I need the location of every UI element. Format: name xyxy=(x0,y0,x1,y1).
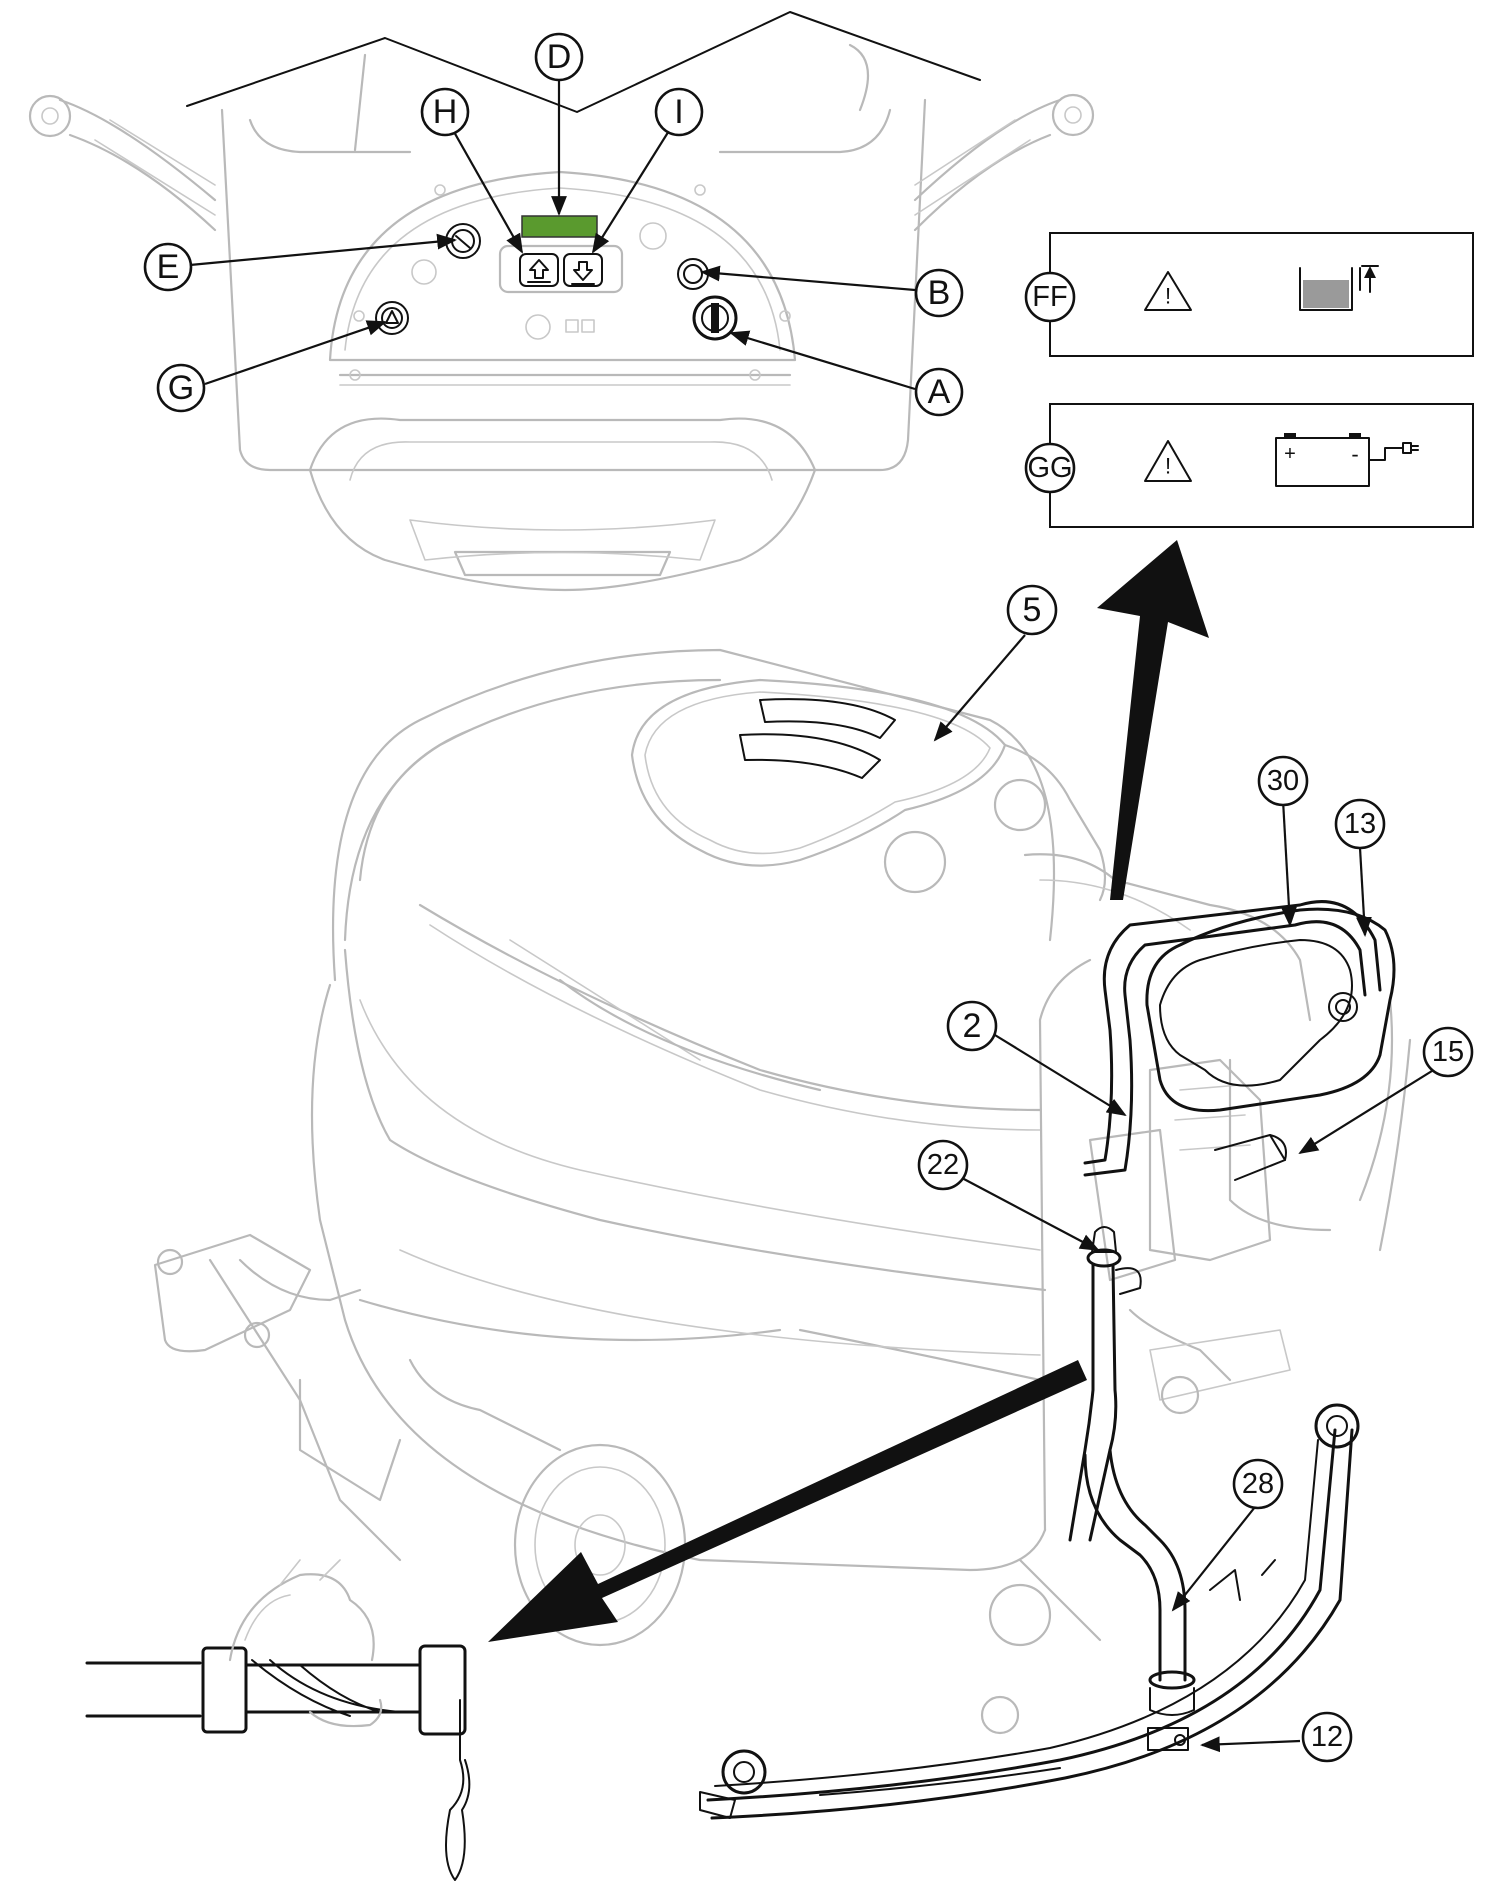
callout-30: 30 xyxy=(1257,755,1309,807)
no-wash-icon xyxy=(525,314,595,340)
arrow-up-button[interactable] xyxy=(519,253,559,287)
warning-triangle-icon: ! xyxy=(1144,271,1192,311)
callout-B: B xyxy=(914,268,964,318)
callout-2: 2 xyxy=(946,1000,998,1052)
svg-text:B: B xyxy=(928,274,951,312)
svg-text:A: A xyxy=(928,373,951,411)
svg-text:+: + xyxy=(1284,443,1296,465)
arrow-down-button[interactable] xyxy=(563,253,603,287)
warning-label-gg: GG ! + - xyxy=(1024,403,1474,528)
tank-full-icon xyxy=(1299,265,1379,311)
warning-triangle-icon: ! xyxy=(1144,440,1192,482)
callout-D: D xyxy=(534,32,584,82)
svg-text:!: ! xyxy=(1165,454,1171,479)
hose-detail-inset xyxy=(85,1559,471,1881)
water-drop-icon xyxy=(411,259,437,285)
vacuum-button[interactable] xyxy=(677,258,709,290)
callout-A: A xyxy=(914,367,964,417)
callout-13: 13 xyxy=(1334,798,1386,850)
callout-I: I xyxy=(654,87,704,137)
arrow-to-hose-detail xyxy=(488,1360,1087,1642)
svg-text:G: G xyxy=(168,369,194,407)
svg-text:FF: FF xyxy=(1032,281,1067,313)
battery-charge-icon: + - xyxy=(1275,433,1419,487)
svg-text:-: - xyxy=(1351,442,1358,467)
arrow-to-labels xyxy=(1097,540,1209,900)
svg-text:13: 13 xyxy=(1344,808,1376,840)
callout-GG: GG xyxy=(1024,442,1076,494)
svg-text:D: D xyxy=(547,38,572,76)
start-button[interactable] xyxy=(375,301,409,335)
display-screen xyxy=(521,215,598,238)
callout-22: 22 xyxy=(917,1139,969,1191)
svg-text:2: 2 xyxy=(963,1007,982,1045)
machine-body xyxy=(153,648,1412,1735)
svg-text:I: I xyxy=(674,93,683,131)
callout-G: G xyxy=(156,363,206,413)
svg-text:22: 22 xyxy=(927,1149,959,1181)
warning-label-ff: FF ! xyxy=(1024,232,1474,357)
callout-28: 28 xyxy=(1232,1458,1284,1510)
svg-text:E: E xyxy=(157,248,180,286)
key-switch[interactable] xyxy=(692,295,738,341)
svg-text:15: 15 xyxy=(1432,1036,1464,1068)
callout-15: 15 xyxy=(1422,1026,1474,1078)
callout-12: 12 xyxy=(1301,1711,1353,1763)
svg-text:H: H xyxy=(433,93,458,131)
callout-5: 5 xyxy=(1006,584,1058,636)
svg-text:30: 30 xyxy=(1267,765,1299,797)
callout-H: H xyxy=(420,87,470,137)
svg-text:GG: GG xyxy=(1027,452,1072,484)
callout-E: E xyxy=(143,242,193,292)
svg-text:12: 12 xyxy=(1311,1721,1343,1753)
svg-text:28: 28 xyxy=(1242,1468,1274,1500)
svg-text:!: ! xyxy=(1165,284,1171,309)
recovery-hose xyxy=(699,900,1396,1820)
svg-text:5: 5 xyxy=(1023,591,1042,629)
control-panel-view xyxy=(28,11,1095,592)
pi-icon xyxy=(639,222,667,250)
callout-FF: FF xyxy=(1024,271,1076,323)
